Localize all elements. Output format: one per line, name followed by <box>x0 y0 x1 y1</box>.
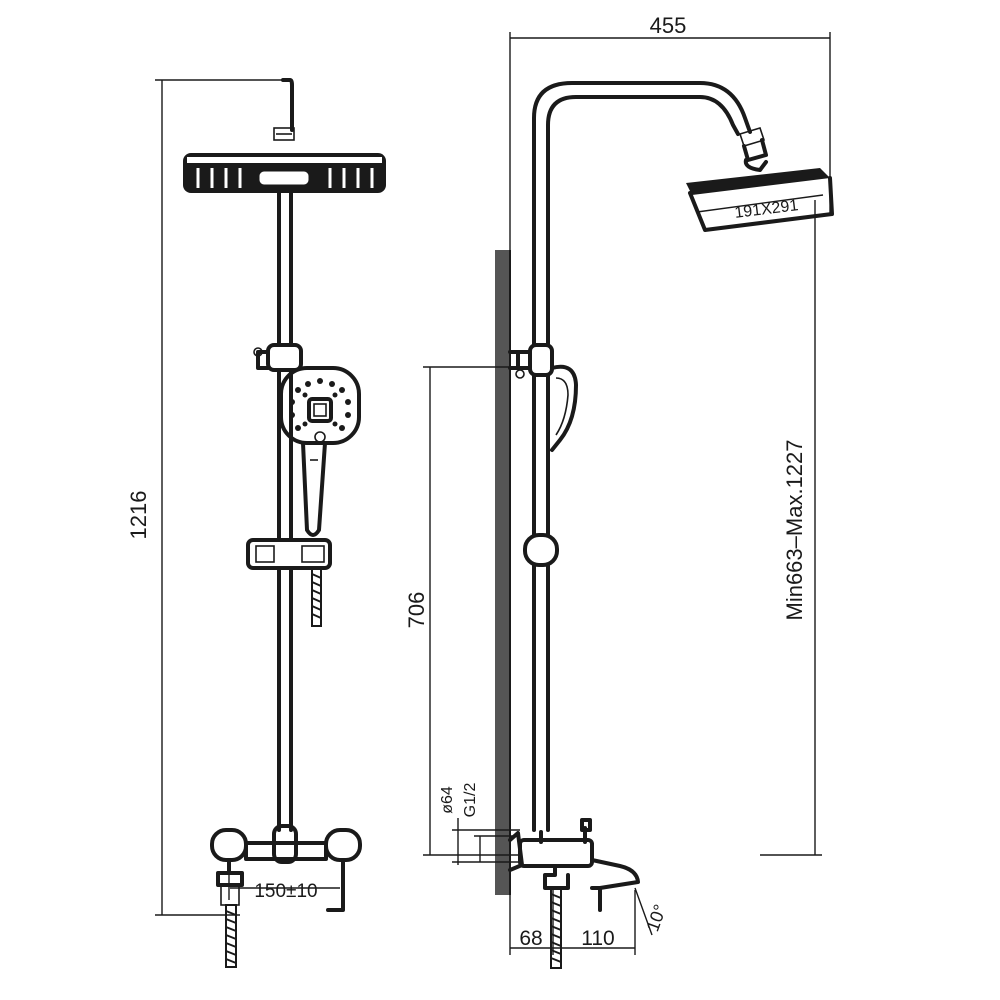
side-view: 455 191X291 <box>404 13 834 969</box>
mount-height-label: 706 <box>404 592 429 629</box>
side-mixer <box>508 818 640 912</box>
depth-label: 68 <box>519 927 542 950</box>
front-wall-bracket <box>253 343 303 372</box>
thread-label: G1/2 <box>462 783 479 818</box>
front-rail <box>277 191 293 832</box>
front-height-label: 1216 <box>126 491 151 540</box>
side-hand-shower <box>550 364 578 452</box>
side-slide-holder <box>523 533 559 567</box>
side-width-label: 455 <box>650 13 687 38</box>
side-bottom-dimensions: 68 110 10° <box>509 887 670 955</box>
front-hose-upper <box>311 567 322 627</box>
front-hose-lower <box>225 904 237 968</box>
slide-holder <box>246 538 332 570</box>
overhead-shower-head <box>183 78 386 193</box>
side-width-dimension: 455 <box>509 13 831 250</box>
front-view: 1216 <box>126 78 386 968</box>
side-overhead-head: 191X291 <box>686 168 834 232</box>
side-wall-bracket <box>508 343 554 379</box>
front-mixer <box>210 824 362 912</box>
adjust-range-dimension: Min663–Max.1227 <box>760 200 822 856</box>
angle-label: 10° <box>642 902 670 934</box>
spout-label: 110 <box>581 927 614 950</box>
side-riser <box>532 81 752 832</box>
front-height-dimension: 1216 <box>126 79 290 916</box>
wall <box>495 250 511 895</box>
front-spacing-label: 150±10 <box>254 881 317 902</box>
diameter-label: ø64 <box>439 786 456 814</box>
front-spacing-dimension: 150±10 <box>230 881 340 902</box>
adjust-range-label: Min663–Max.1227 <box>782 439 807 620</box>
side-hose <box>550 887 562 969</box>
side-head-connector <box>738 127 768 172</box>
hand-shower <box>279 366 361 537</box>
mount-height-dimension: 706 <box>404 366 520 856</box>
